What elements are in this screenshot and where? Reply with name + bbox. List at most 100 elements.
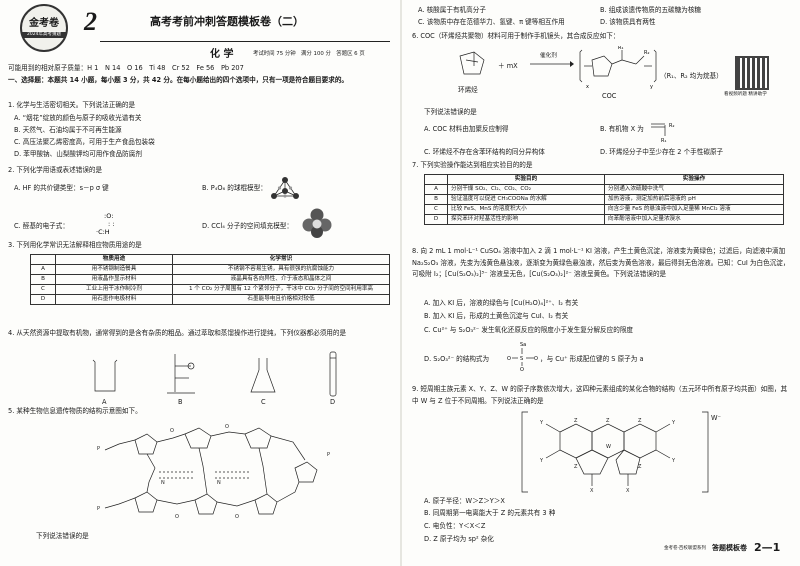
q5-option-c: C. 该物质中存在范德华力、氢键、π 键等相互作用 <box>418 18 565 26</box>
q1-option-c: C. 高压法聚乙烯密度高，可用于生产食品包装袋 <box>14 138 155 146</box>
aldehyde-electron-formula: :O: : : ·C:H <box>96 212 114 236</box>
iron-stand-icon <box>167 354 195 394</box>
svg-text:R₁: R₁ <box>618 46 623 51</box>
svg-text:O: O <box>534 356 538 362</box>
q8-option-a: A. 加入 KI 后，溶液的绿色与 [Cu(H₂O)₄]²⁺、I₂ 有关 <box>424 299 579 307</box>
q5-stem: 5. 某种生物信息遗传物质的结构示意图如下。 <box>8 407 142 415</box>
left-column: 金考卷 2024年高考猜题 2 高考考前冲刺答题模板卷（二） 化 学 考试时间 … <box>8 4 390 540</box>
q6-catalyst: 催化剂 <box>540 53 557 59</box>
q7-stem: 7. 下列实验操作能达到相应实验目的的是 <box>412 161 533 169</box>
conical-flask-icon <box>250 358 276 393</box>
q8-option-d: D. S₂O₃²⁻ 的结构式为 <box>424 355 490 363</box>
q4-label-d: D <box>330 398 336 406</box>
table-row: C 比较 FeS、MnS 的溶度积大小 向含少量 FeS 的悬浊液中加入足量稀 … <box>424 204 784 215</box>
q7-row-c-operation: 向含少量 FeS 的悬浊液中加入足量稀 MnCl₂ 溶液 <box>604 204 784 215</box>
q7-table: 实验目的 实验操作 A 分别干燥 SO₂、Cl₂、CO₂、CO₂ 分别通入浓硫酸… <box>424 174 784 225</box>
table-row: C 工业上用干冰作制冷剂 1 个 CO₂ 分子周围有 12 个紧邻分子，干冰中 … <box>30 284 390 295</box>
compound-x-structure: R₂ R₁ <box>651 123 674 144</box>
svg-text:S: S <box>520 356 523 362</box>
svg-text::O:: :O: <box>104 212 113 220</box>
svg-text:Y: Y <box>671 458 676 464</box>
svg-text:x: x <box>586 84 589 90</box>
q2-option-c: C. 醛基的电子式： <box>14 222 69 230</box>
svg-text:N: N <box>161 480 165 486</box>
q7-row-b-purpose: 验证温度可以促进 CH₃COONa 的水解 <box>447 194 605 205</box>
q7-row-a-operation: 分别通入浓硫酸中洗气 <box>604 184 784 195</box>
svg-text:P: P <box>97 506 100 512</box>
q3-row-d-knowledge: 石墨能导电且价格相对较低 <box>172 294 390 305</box>
svg-text:R₁: R₁ <box>661 138 666 144</box>
svg-text:Z: Z <box>606 418 610 424</box>
q4-label-c: C <box>261 398 266 406</box>
svg-text:O: O <box>225 424 229 430</box>
q3-row-a-use: 用不锈钢制造餐具 <box>55 264 173 275</box>
svg-text:P: P <box>97 446 100 452</box>
q9-option-c: C. 电负性：Y＜X＜Z <box>424 522 486 530</box>
svg-text:X: X <box>626 488 630 494</box>
p4o6-ball-stick-model <box>271 177 299 199</box>
svg-text:X: X <box>590 488 594 494</box>
q5-option-d: D. 该物质具有两性 <box>600 18 656 26</box>
svg-text:y: y <box>650 84 653 90</box>
svg-text:Y: Y <box>671 420 676 426</box>
q9-option-b: B. 同周期第一电离能大于 Z 的元素共有 3 种 <box>424 509 556 517</box>
brand-badge: 金考卷 2024年高考猜题 <box>20 4 68 52</box>
table-row: B 用液晶作显示材料 液晶具有各向异性、介于液态和晶体之间 <box>30 274 390 285</box>
svg-text:R₂: R₂ <box>669 123 674 129</box>
svg-text:·C:H: ·C:H <box>96 228 110 236</box>
svg-text:N: N <box>217 480 221 486</box>
q2-option-b: B. P₄O₆ 的球棍模型： <box>202 184 267 192</box>
qr-caption: 看视频听题 精讲助学 <box>724 92 767 97</box>
q4-stem: 4. 从天然资源中提取有机物，通常得到的是含有杂质的粗品。通过萃取和蒸馏操作进行… <box>8 329 347 337</box>
svg-text:O: O <box>235 514 239 520</box>
exam-info: 考试时间 75 分钟 满分 100 分 答题区 6 页 <box>253 51 365 57</box>
q7-header-operation: 实验操作 <box>604 174 784 185</box>
q7-row-a-label: A <box>424 184 448 195</box>
q7-row-b-label: B <box>424 194 448 205</box>
svg-text:P: P <box>327 452 330 458</box>
q3-row-c-label: C <box>30 284 56 295</box>
q9-charge: W⁻ <box>711 414 722 422</box>
svg-text:O: O <box>175 514 179 520</box>
footer-name: 答题模板卷 <box>712 544 747 552</box>
q9-stem: 9. 短周期主族元素 X、Y、Z、W 的原子序数依次增大，这四种元素组成的某化合… <box>412 385 788 405</box>
q7-row-d-operation: 向苯酚溶液中加入足量浓溴水 <box>604 214 784 225</box>
subject-label: 化 学 <box>210 49 234 60</box>
q6-option-c: C. 环烯烃不存在含苯环结构的同分异构体 <box>424 148 545 156</box>
q6-option-b: B. 有机物 X 为 <box>600 125 644 133</box>
coc-polymer-structure: R₁ R₂ x y <box>579 46 657 90</box>
header-rule <box>100 41 390 42</box>
q1-option-a: A. “烟花”绽放的颜色与原子的吸收光谱有关 <box>14 114 142 122</box>
section-1-instructions: 一、选择题：本题共 14 小题，每小题 3 分，共 42 分。在每小题给出的四个… <box>8 76 349 84</box>
svg-text:Z: Z <box>638 464 642 470</box>
q3-row-a-knowledge: 不锈钢不容易生锈，具有很强的抗腐蚀能力 <box>172 264 390 275</box>
table-row: A 用不锈钢制造餐具 不锈钢不容易生锈，具有很强的抗腐蚀能力 <box>30 264 390 275</box>
q2-option-a: A. HF 的共价键类型：s－p σ 键 <box>14 184 109 192</box>
q7-table-header-row: 实验目的 实验操作 <box>424 174 784 185</box>
svg-text:Z: Z <box>574 464 578 470</box>
svg-text:O: O <box>170 428 174 434</box>
q7-row-a-purpose: 分别干燥 SO₂、Cl₂、CO₂、CO₂ <box>447 184 605 195</box>
q7-row-d-label: D <box>424 214 448 225</box>
q3-row-c-use: 工业上用干冰作制冷剂 <box>55 284 173 295</box>
q7-header-blank <box>424 174 448 185</box>
q6-option-d: D. 环烯烃分子中至少存在 2 个手性碳原子 <box>600 148 724 156</box>
q8-option-b: B. 加入 KI 后，形成的土黄色沉淀与 CuI、I₂ 有关 <box>424 312 569 320</box>
q8-option-d-tail: ，与 Cu⁺ 形成配位键的 S 原子为 a <box>540 355 644 363</box>
q5-option-a: A. 核酸属于有机高分子 <box>418 6 486 14</box>
q3-header-use: 物质用途 <box>55 254 173 265</box>
table-row: D 用石墨作电极材料 石墨能导电且价格相对较低 <box>30 294 390 305</box>
svg-text:O: O <box>507 356 511 362</box>
q3-stem: 3. 下列用化学常识无法解释相应物质用途的是 <box>8 241 142 249</box>
svg-text:W: W <box>606 444 611 450</box>
column-gutter <box>400 0 402 566</box>
q6-reactant-label: 环烯烃 <box>458 86 478 94</box>
q2-option-d: D. CCl₄ 分子的空间填充模型： <box>202 222 293 230</box>
q8-stem: 8. 向 2 mL 1 mol·L⁻¹ CuSO₄ 溶液中加入 2 滴 1 mo… <box>412 247 790 279</box>
svg-text:: :: : : <box>108 220 114 228</box>
q3-row-d-label: D <box>30 294 56 305</box>
atomic-masses: 可能用到的相对原子质量：H 1 N 14 O 16 Ti 48 Cr 52 Fe… <box>8 64 244 72</box>
q7-header-purpose: 实验目的 <box>447 174 605 185</box>
svg-text:R₂: R₂ <box>644 50 649 56</box>
